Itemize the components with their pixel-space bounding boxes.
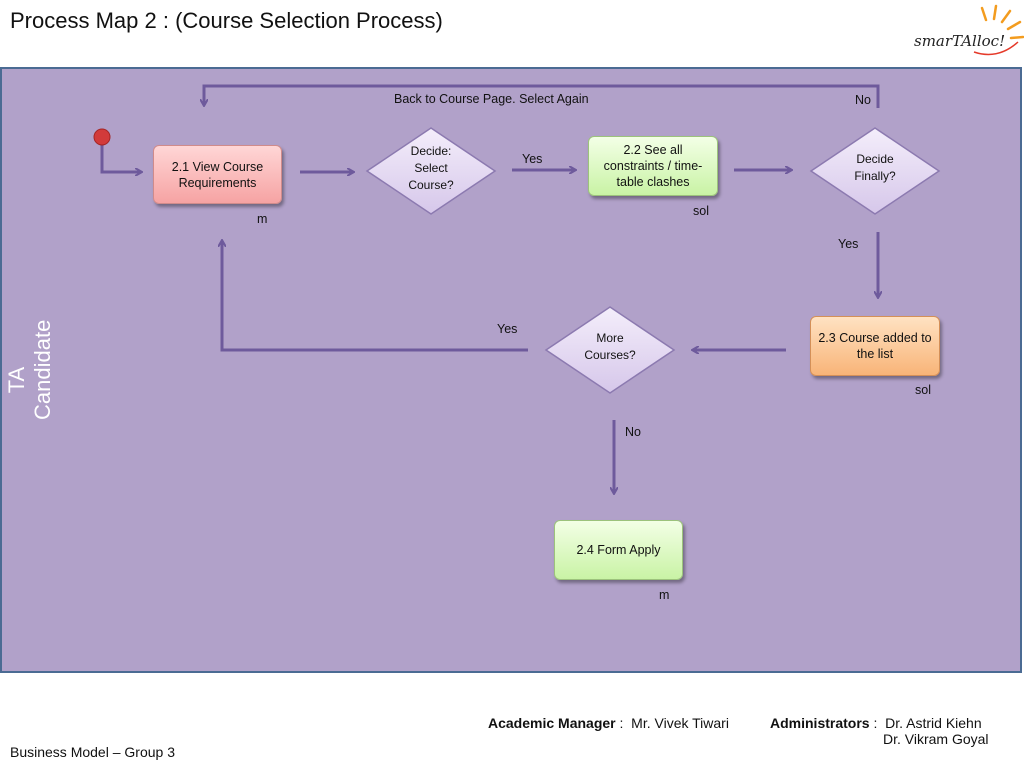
decision-diamond-select <box>365 127 497 215</box>
edge-label-back-no: No <box>855 93 871 107</box>
decision-diamond-more <box>544 306 676 394</box>
owner-label-2-1: m <box>257 212 268 226</box>
decision-label-more-line1: More <box>596 331 624 345</box>
owner-label-2-4: m <box>659 588 670 602</box>
page-title: Process Map 2 : (Course Selection Proces… <box>10 8 443 33</box>
edge-label-yes-2: Yes <box>838 237 859 251</box>
administrator-2: Dr. Vikram Goyal <box>883 731 989 747</box>
decision-label-more: More Courses? <box>574 330 646 364</box>
start-dot <box>93 128 111 146</box>
administrators-sep: : <box>869 715 886 731</box>
academic-manager-label: Academic Manager <box>488 715 616 731</box>
decision-label-finally-line1: Decide <box>856 152 894 166</box>
administrator-1: Dr. Astrid Kiehn <box>885 715 982 731</box>
logo-text: smarTAlloc! <box>914 32 1006 50</box>
decision-diamond-finally <box>809 127 941 215</box>
footer-administrators: Administrators : Dr. Astrid Kiehn Dr. Vi… <box>770 715 989 747</box>
decision-label-select-line1: Decide: <box>410 144 452 158</box>
edge-label-yes-3: Yes <box>497 322 518 336</box>
sun-rays-icon <box>973 4 1024 56</box>
decision-label-finally-line2: Finally? <box>854 169 896 183</box>
edge-label-yes-1: Yes <box>522 152 543 166</box>
edge-label-back: Back to Course Page. Select Again <box>394 92 589 106</box>
owner-label-2-2: sol <box>693 204 709 218</box>
owner-label-2-3: sol <box>915 383 931 397</box>
edge-label-no: No <box>625 425 641 439</box>
administrators-label: Administrators <box>770 715 870 731</box>
process-box-2-4: 2.4 Form Apply <box>554 520 683 580</box>
footer-academic-manager: Academic Manager : Mr. Vivek Tiwari <box>488 715 729 731</box>
process-box-2-3: 2.3 Course added to the list <box>810 316 940 376</box>
decision-label-select: Decide: Select Course? <box>395 143 467 194</box>
arrow-start <box>100 144 140 172</box>
decision-label-select-line2: Select <box>414 161 448 175</box>
academic-manager-name: Mr. Vivek Tiwari <box>631 715 729 731</box>
decision-label-select-line3: Course? <box>408 178 454 192</box>
arrow-back-to-course-page <box>204 84 880 108</box>
footer-group: Business Model – Group 3 <box>10 744 175 760</box>
process-box-2-1: 2.1 View Course Requirements <box>153 145 282 204</box>
arrow-d3-to-21 <box>222 242 528 352</box>
academic-manager-sep: : <box>615 715 632 731</box>
decision-label-finally: Decide Finally? <box>839 151 911 185</box>
process-box-2-2: 2.2 See all constraints / time-table cla… <box>588 136 718 196</box>
logo: smarTAlloc! <box>908 2 1024 62</box>
decision-label-more-line2: Courses? <box>584 348 636 362</box>
